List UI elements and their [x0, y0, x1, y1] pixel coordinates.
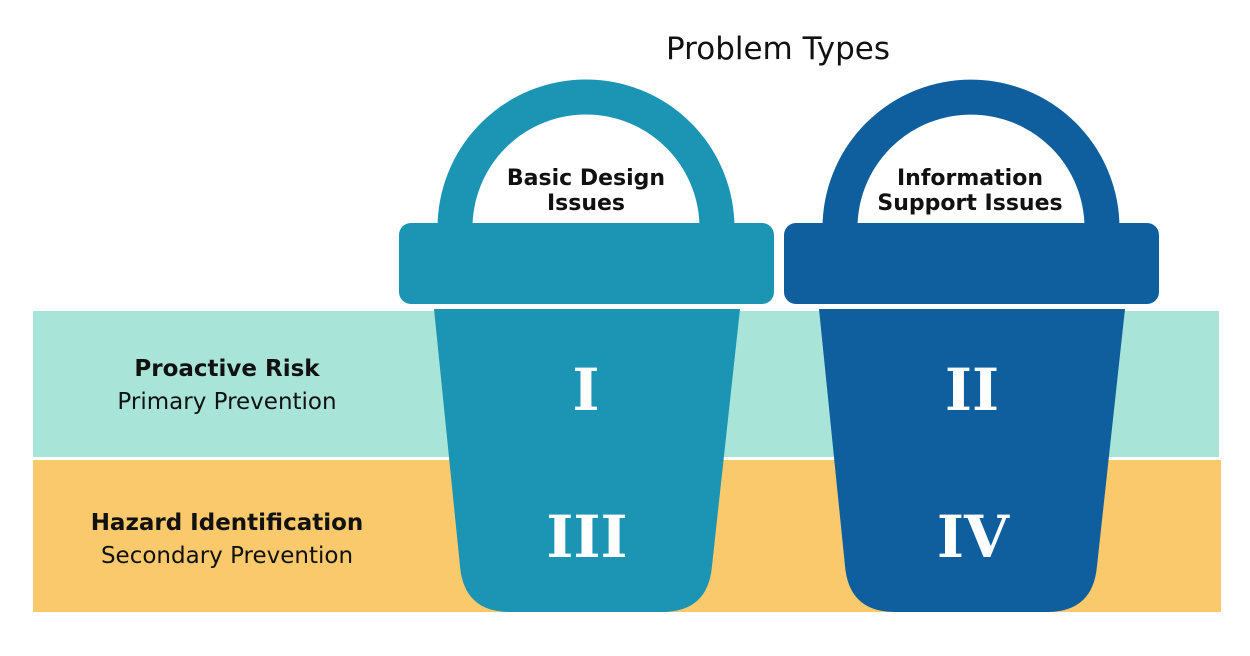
quadrant-numeral-i: I [572, 356, 599, 424]
bucket-body-information-support [819, 309, 1125, 612]
row-label-primary-prevention: Primary Prevention [117, 389, 336, 415]
bucket-basic-design: Basic Design Issues I III [399, 79, 774, 612]
bucket-body-basic-design [434, 309, 740, 612]
bucket-label-basic-design-line2: Issues [547, 191, 625, 216]
bucket-lid-basic-design [399, 223, 774, 304]
diagram-title: Problem Types [666, 31, 890, 67]
quadrant-numeral-iv: IV [937, 503, 1010, 571]
row-label-secondary-prevention: Secondary Prevention [101, 543, 353, 569]
quadrant-numeral-ii: II [945, 356, 999, 424]
row-label-hazard-identification: Hazard Identification [91, 510, 364, 536]
bucket-information-support: Information Support Issues II IV [784, 79, 1159, 612]
bucket-handle-basic-design [437, 79, 735, 229]
bucket-handle-information-support [822, 79, 1120, 229]
bucket-lid-information-support [784, 223, 1159, 304]
row-label-proactive-risk: Proactive Risk [134, 356, 320, 382]
bucket-label-basic-design-line1: Basic Design [507, 166, 665, 191]
bucket-label-information-support-line1: Information [897, 166, 1043, 191]
row-label-bottom: Hazard Identification Secondary Preventi… [91, 510, 364, 569]
row-label-top: Proactive Risk Primary Prevention [117, 356, 336, 415]
bucket-label-information-support-line2: Support Issues [877, 191, 1062, 216]
quadrant-numeral-iii: III [546, 503, 627, 571]
